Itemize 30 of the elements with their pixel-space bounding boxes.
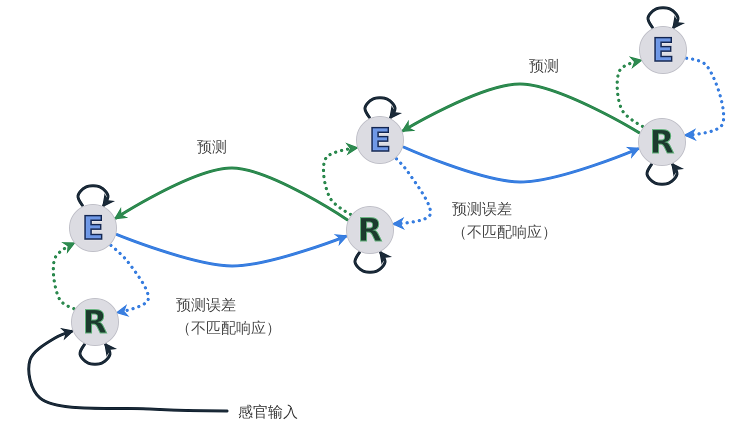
node-letter: R: [358, 214, 382, 246]
arrow: [116, 233, 348, 268]
arrow: [114, 166, 349, 222]
node-circle: [639, 26, 687, 74]
node-letter: E: [82, 212, 104, 244]
self-loop-arrow: [78, 342, 118, 366]
node-letter: E: [652, 34, 674, 66]
self-loop-arrow: [76, 184, 116, 208]
node-circle: [356, 116, 404, 164]
self-loop-arrow: [646, 6, 686, 30]
input-label: 感官输入: [230, 401, 306, 423]
arrow: [402, 146, 640, 184]
self-loop-arrow: [646, 162, 684, 186]
self-loop-arrow: [364, 96, 402, 120]
arrow: [27, 328, 228, 412]
node-circle: [638, 118, 686, 166]
node-circle: [69, 204, 117, 252]
node-letter: R: [650, 126, 674, 158]
arrow: [109, 244, 150, 317]
node-circle: [71, 298, 119, 346]
arrow: [683, 56, 726, 142]
arrow: [400, 82, 640, 134]
node-letter: R: [82, 306, 108, 338]
node-circle: [346, 206, 394, 254]
self-loop-arrow: [354, 250, 392, 274]
node-letter: E: [369, 124, 391, 156]
arrow: [322, 142, 359, 216]
arrow: [616, 56, 644, 128]
arrow: [52, 242, 76, 310]
arrow: [392, 157, 432, 230]
